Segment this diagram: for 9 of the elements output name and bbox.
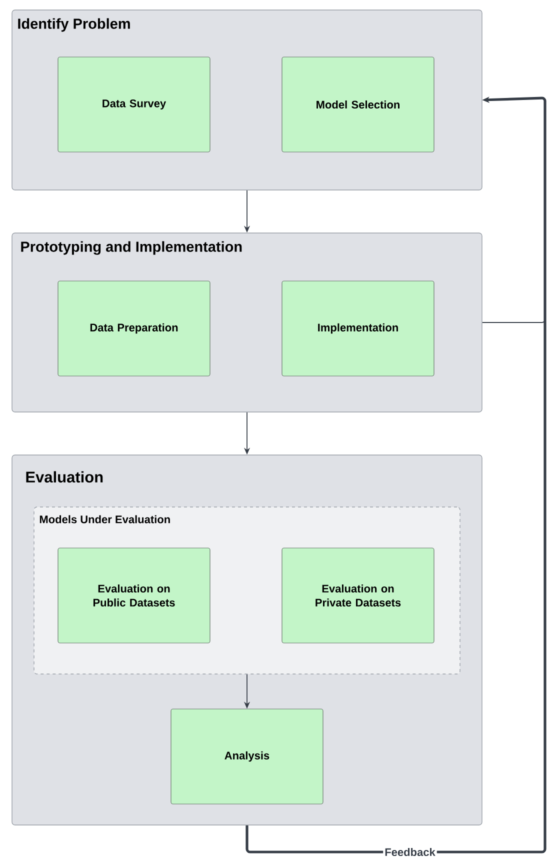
edge-label: Feedback xyxy=(383,846,437,858)
process-box: Implementation xyxy=(282,280,434,376)
process-box: Data Preparation xyxy=(58,280,210,376)
process-box: Data Survey xyxy=(58,56,210,152)
process-box: Model Selection xyxy=(282,56,434,152)
process-box: Evaluation on Public Datasets xyxy=(58,548,210,644)
process-box: Analysis xyxy=(170,708,324,804)
arrow xyxy=(246,96,546,854)
process-box: Evaluation on Private Datasets xyxy=(282,548,434,644)
